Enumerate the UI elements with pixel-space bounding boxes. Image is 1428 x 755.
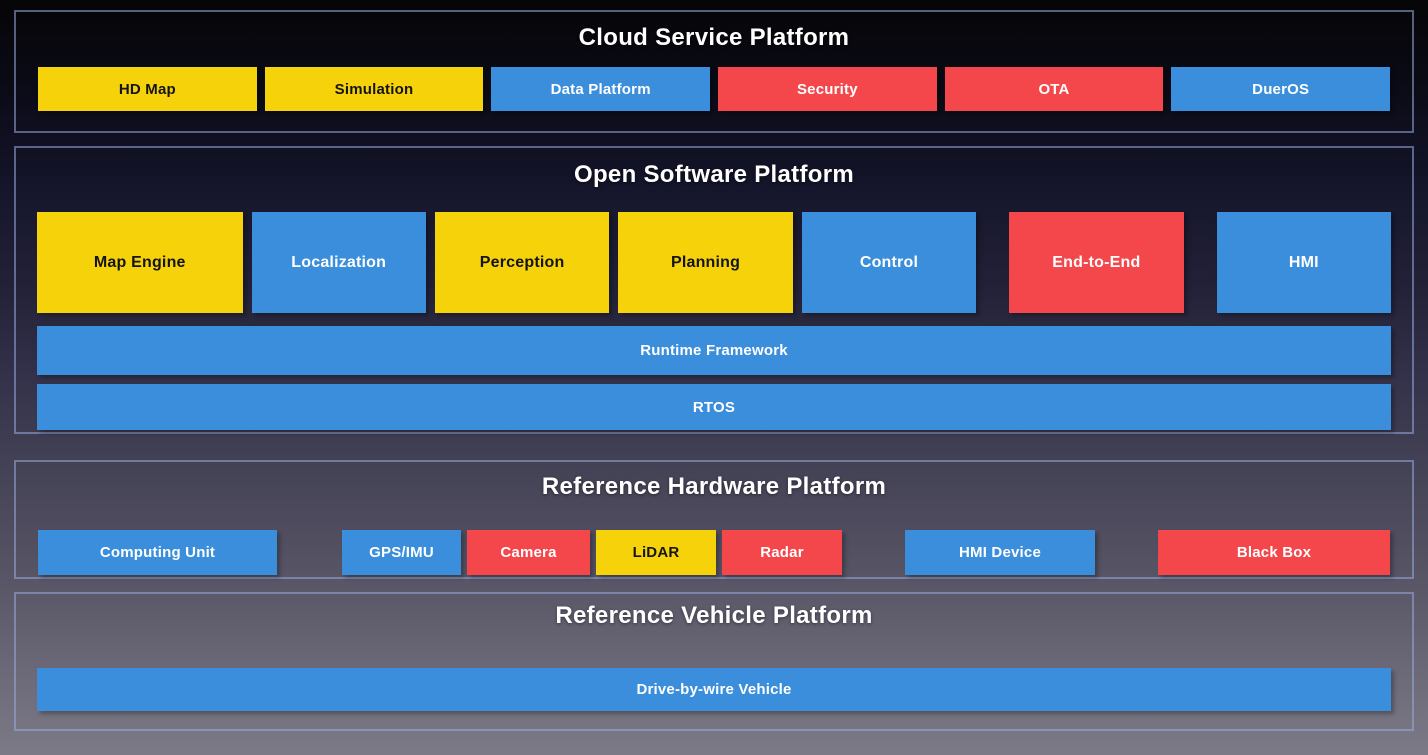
hardware-boxes-row: Computing Unit GPS/IMU Camera LiDAR Rada… (38, 530, 1390, 575)
cloud-section-title: Cloud Service Platform (578, 24, 850, 51)
box-hmi-device: HMI Device (905, 530, 1095, 575)
box-black-box: Black Box (1158, 530, 1390, 575)
box-hmi: HMI (1216, 212, 1392, 313)
box-camera: Camera (467, 530, 590, 575)
box-data-platform: Data Platform (491, 67, 711, 111)
box-ota: OTA (944, 67, 1164, 111)
bar-rtos: RTOS (37, 384, 1391, 430)
box-end-to-end: End-to-End (1009, 212, 1184, 313)
section-open-software-platform: Open Software Platform Map Engine Locali… (14, 146, 1414, 434)
section-reference-vehicle-platform: Reference Vehicle Platform Drive-by-wire… (14, 592, 1414, 731)
box-lidar: LiDAR (596, 530, 716, 575)
box-perception: Perception (434, 212, 610, 313)
box-localization: Localization (251, 212, 426, 313)
box-radar: Radar (722, 530, 842, 575)
box-dueros: DuerOS (1171, 67, 1391, 111)
section-cloud-service-platform: Cloud Service Platform HD Map Simulation… (14, 10, 1414, 133)
bar-drive-by-wire-vehicle: Drive-by-wire Vehicle (37, 668, 1391, 711)
cloud-boxes-row: HD Map Simulation Data Platform Security… (38, 67, 1391, 111)
bar-runtime-framework: Runtime Framework (37, 326, 1391, 375)
software-section-title: Open Software Platform (574, 161, 854, 188)
box-computing-unit: Computing Unit (38, 530, 277, 575)
box-gps-imu: GPS/IMU (342, 530, 461, 575)
box-security: Security (718, 67, 937, 111)
vehicle-section-title: Reference Vehicle Platform (555, 602, 873, 629)
software-modules-row: Map Engine Localization Perception Plann… (37, 212, 1392, 313)
box-map-engine: Map Engine (37, 212, 243, 313)
hardware-section-title: Reference Hardware Platform (541, 473, 887, 500)
box-hd-map: HD Map (38, 67, 257, 111)
section-reference-hardware-platform: Reference Hardware Platform Computing Un… (14, 460, 1414, 579)
box-planning: Planning (618, 212, 793, 313)
box-control: Control (801, 212, 977, 313)
box-simulation: Simulation (264, 67, 484, 111)
